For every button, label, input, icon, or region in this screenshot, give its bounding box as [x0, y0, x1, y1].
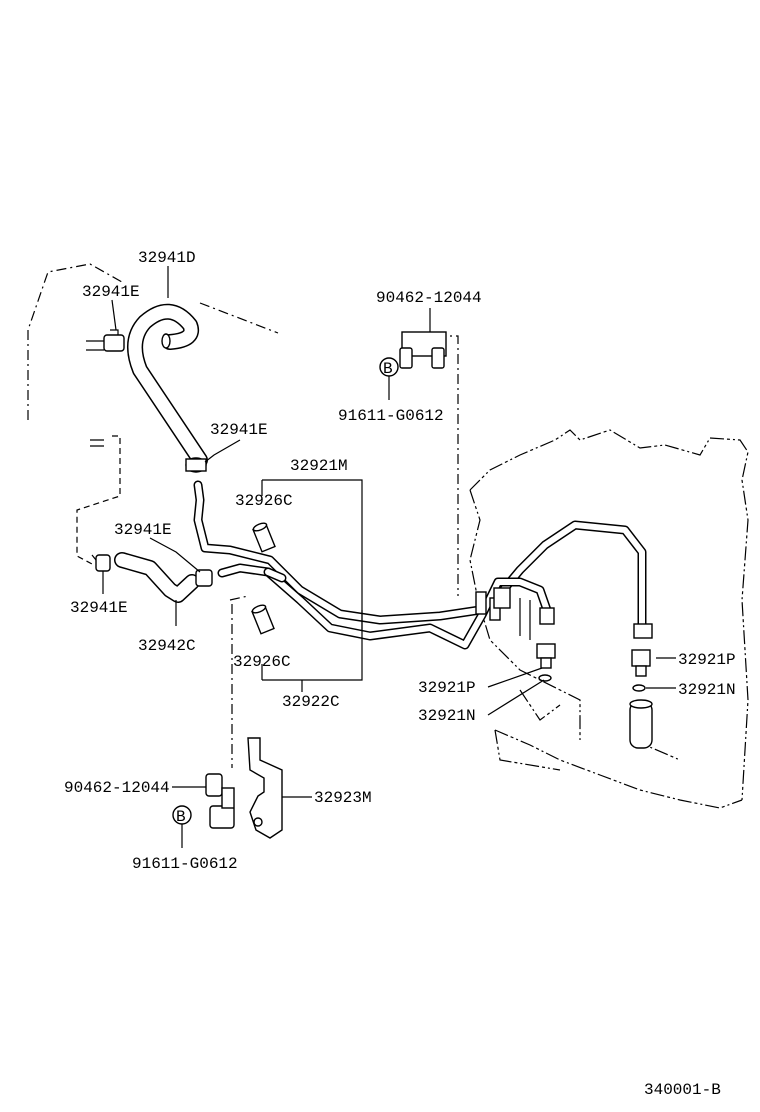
- hose-32942c: [114, 552, 200, 603]
- gasket-32921n-left: [538, 674, 552, 682]
- hose-32941d: [127, 303, 208, 468]
- clamp-32941e-mid: [185, 457, 207, 473]
- gasket-32921n-right: [632, 684, 646, 692]
- label-91611-g0612-top: 91611-G0612: [338, 407, 444, 425]
- label-32926c-top: 32926C: [235, 492, 293, 510]
- union-32921p-right: [631, 623, 653, 677]
- figure-code: 340001-B: [644, 1081, 721, 1099]
- port-stub-right: [629, 699, 653, 749]
- leader-lines: [102, 266, 676, 848]
- clamp-32941e-left: [91, 554, 111, 572]
- hose-end-left: [90, 439, 104, 447]
- part-labels: 32941D 32941E 32941E 32941E 32941E 32942…: [64, 249, 736, 1099]
- sleeve-32926c-bottom: [251, 604, 275, 635]
- label-32921n-right: 32921N: [678, 681, 736, 699]
- engine-outline: [469, 429, 749, 809]
- clamp-90462-bottom: [205, 773, 235, 829]
- label-90462-12044-top: 90462-12044: [376, 289, 482, 307]
- label-32926c-bottom: 32926C: [233, 653, 291, 671]
- tube-32921m: [193, 480, 647, 633]
- label-32923m: 32923M: [314, 789, 372, 807]
- bolt-mark-top: B: [383, 360, 393, 378]
- label-32942c: 32942C: [138, 637, 196, 655]
- label-32941e-left: 32941E: [114, 521, 172, 539]
- label-32921n-left: 32921N: [418, 707, 476, 725]
- reference-lines: [27, 263, 459, 768]
- label-32922c: 32922C: [282, 693, 340, 711]
- clamp-32941e-top: [86, 329, 125, 352]
- hose-stub: [263, 567, 287, 583]
- label-32941e-top: 32941E: [82, 283, 140, 301]
- label-32921m: 32921M: [290, 457, 348, 475]
- union-32921p-left: [536, 607, 556, 669]
- tube-clamp-blocks: [475, 587, 531, 640]
- label-32941e-bottom: 32941E: [70, 599, 128, 617]
- label-91611-g0612-bottom: 91611-G0612: [132, 855, 238, 873]
- label-32921p-left: 32921P: [418, 679, 476, 697]
- label-32921p-right: 32921P: [678, 651, 736, 669]
- label-32941d: 32941D: [138, 249, 196, 267]
- clamp-90462-top: [399, 331, 447, 369]
- clamp-32941e-right: [195, 569, 213, 587]
- label-90462-12044-bottom: 90462-12044: [64, 779, 170, 797]
- bolt-mark-bottom: B: [176, 808, 186, 826]
- label-32941e-mid: 32941E: [210, 421, 268, 439]
- bracket-32923m: [247, 737, 283, 839]
- sleeve-32926c-top: [252, 522, 276, 553]
